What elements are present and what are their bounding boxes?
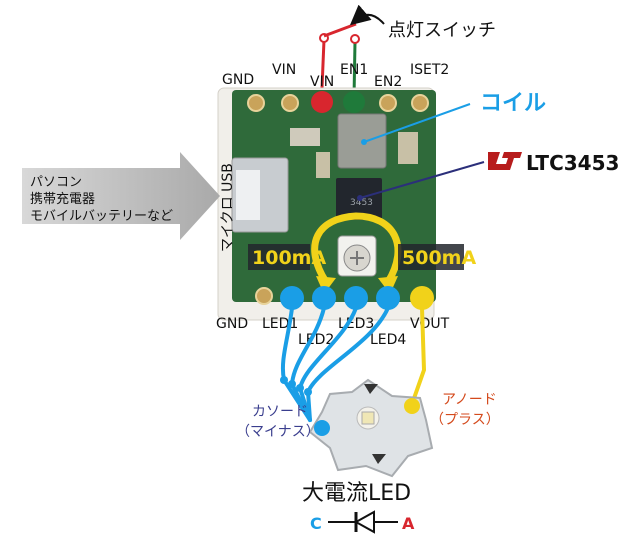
pin-led1 [280, 286, 304, 310]
switch-pointer-arrow [349, 4, 385, 26]
smd-component [316, 152, 330, 178]
coil-annotation: コイル [361, 91, 546, 145]
pin-led2 [312, 286, 336, 310]
pin-label-vin-a: VIN [272, 62, 296, 78]
pad-gnd-top [247, 94, 265, 112]
pad-vin-top [281, 94, 299, 112]
pin-label-gnd-bottom: GND [216, 316, 248, 332]
wire-junction [304, 388, 312, 396]
chip-pointer-dot [357, 195, 363, 201]
lighting-switch: 点灯スイッチ [319, 4, 496, 99]
pad-en1-green [343, 91, 365, 113]
pin-label-led4: LED4 [370, 332, 406, 348]
smd-component [398, 132, 418, 164]
led-cathode-pad [314, 420, 330, 436]
pin-label-en1: EN1 [340, 62, 368, 78]
pin-label-vin-b: VIN [310, 74, 334, 90]
led-title: 大電流LED [302, 481, 411, 506]
chip-marking: 3453 [350, 198, 373, 208]
switch-red-lead [320, 39, 326, 89]
wire-vout [410, 306, 427, 406]
pad-vin-red [311, 91, 333, 113]
lt-logo-icon [488, 152, 522, 170]
source-line-3: モバイルバッテリーなど [30, 209, 173, 224]
source-line-1: パソコン [30, 175, 82, 190]
top-pin-labels: GND VIN VIN EN1 EN2 ISET2 [222, 62, 449, 90]
pad-gnd-bottom [255, 287, 273, 305]
diode-anode-letter: A [402, 514, 415, 533]
wire-junction [280, 376, 288, 384]
led-anode-pad [404, 398, 420, 414]
anode-line-2: （プラス） [430, 412, 500, 428]
diode-symbol: C A [310, 510, 415, 534]
pin-label-led1: LED1 [262, 316, 298, 332]
coil-label: コイル [480, 91, 546, 116]
cathode-line-2: （マイナス） [236, 424, 320, 440]
led-emitter [361, 411, 375, 425]
current-low-label: 100mA [252, 247, 326, 269]
pin-led4 [376, 286, 400, 310]
bottom-pin-labels: GND LED1 LED2 LED3 LED4 VOUT [216, 316, 450, 348]
chip-label: LTC3453 [526, 151, 619, 175]
source-arrow-shape [22, 152, 220, 240]
adjust-arrow-head-right [378, 276, 398, 294]
pad-en2-top [379, 94, 397, 112]
current-high-box [398, 244, 464, 270]
output-pins [280, 286, 434, 310]
pin-label-gnd-top: GND [222, 72, 254, 88]
pin-led3 [344, 286, 368, 310]
chip-annotation: LTC3453 [357, 151, 619, 201]
current-low-box [248, 244, 310, 270]
led-wires [280, 306, 427, 422]
diode-triangle [353, 510, 375, 534]
input-source-arrow: パソコン 携帯充電器 モバイルバッテリーなど マイクロ USB [22, 152, 236, 252]
coil-pointer-dot [361, 139, 367, 145]
usb-label: マイクロ USB [220, 163, 236, 252]
potentiometer-slot [350, 251, 364, 265]
wire-junction [296, 384, 304, 392]
star-led [308, 378, 434, 478]
coil-pointer-line [363, 103, 471, 143]
diode-cathode-letter: C [310, 514, 322, 533]
led-corner-notch [364, 384, 378, 394]
pad-iset2-top [411, 94, 429, 112]
chip-pointer-line [359, 161, 485, 199]
smd-component [290, 128, 320, 146]
wire-junction [288, 380, 296, 388]
source-line-2: 携帯充電器 [30, 191, 95, 207]
pin-label-vout: VOUT [410, 316, 450, 332]
adjust-arc-arrow [311, 212, 402, 284]
switch-terminal-right [350, 34, 360, 44]
current-adjust: 100mA 500mA [248, 212, 476, 294]
led-corner-notch [372, 454, 386, 464]
micro-usb-port [236, 170, 260, 220]
adjust-arrow-head-left [316, 276, 336, 294]
cathode-line-1: カソード [252, 404, 308, 420]
pin-label-en2: EN2 [374, 74, 402, 90]
anode-line-1: アノード [442, 392, 497, 408]
current-high-label: 500mA [402, 247, 476, 269]
switch-lever [323, 22, 357, 38]
switch-label: 点灯スイッチ [388, 20, 496, 41]
pin-label-iset2: ISET2 [410, 62, 449, 78]
pin-vout [410, 286, 434, 310]
